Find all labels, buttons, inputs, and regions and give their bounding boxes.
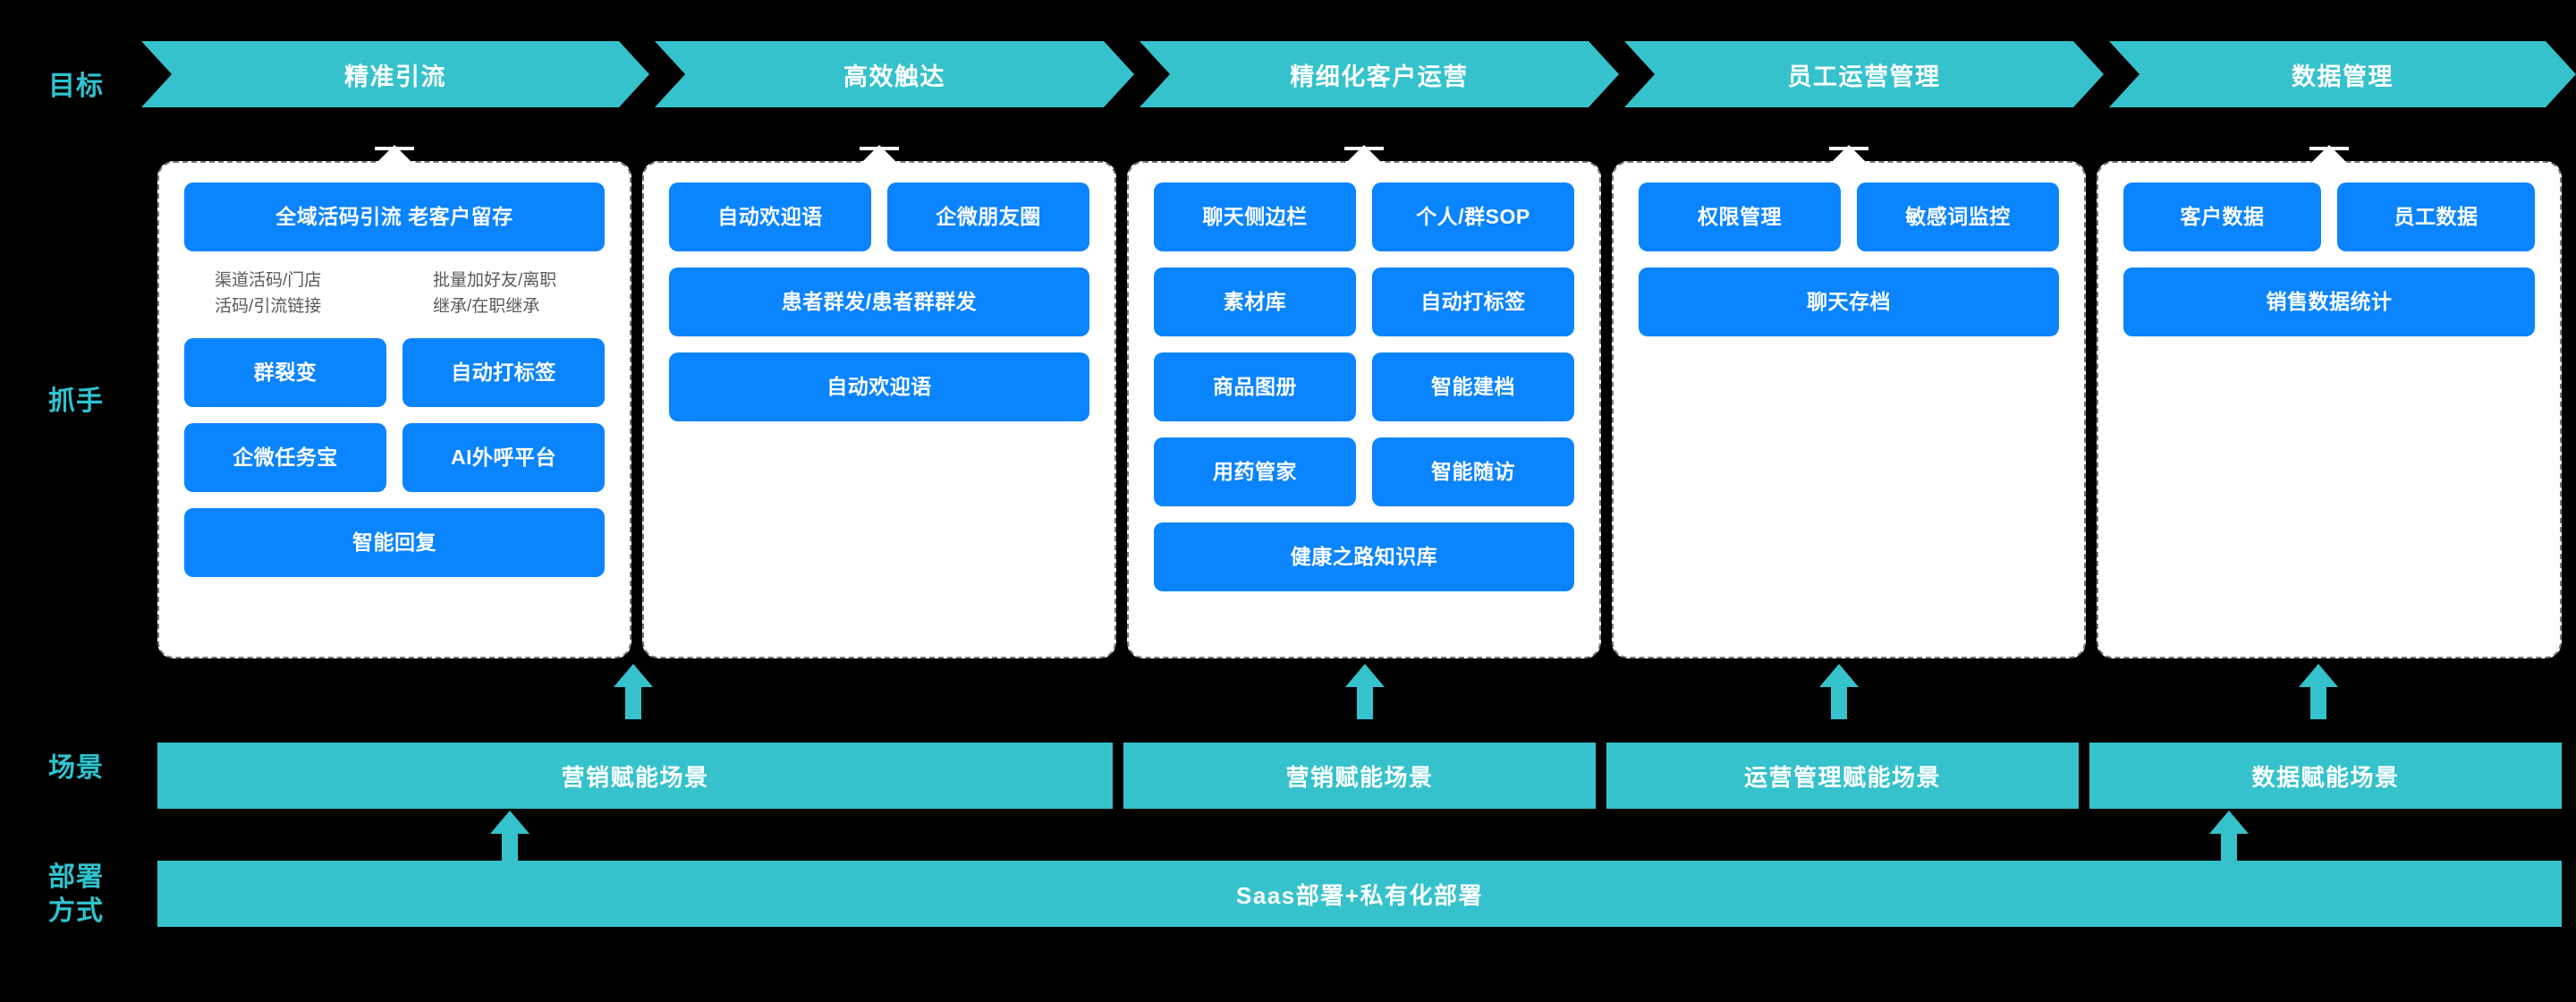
lever-tile[interactable]: 员工数据 [2337, 183, 2535, 251]
scenario-bar-2[interactable]: 营销赋能场景 [1123, 743, 1596, 809]
lever-note-line: 批量加好友/离职 [433, 271, 557, 290]
tile-row: 群裂变 自动打标签 [184, 337, 605, 407]
scenario-bar-2-label: 营销赋能场景 [1285, 763, 1434, 791]
scenario-bar-1[interactable]: 营销赋能场景 [157, 743, 1113, 809]
rail-label-deploy-line1: 部署 [48, 862, 104, 892]
lever-tile[interactable]: 智能回复 [184, 507, 605, 577]
panel-pointer-icon [375, 145, 414, 165]
lever-note-line: 继承/在职继承 [433, 297, 540, 317]
lever-tile[interactable]: 自动欢迎语 [669, 183, 871, 251]
tile-row: 销售数据统计 [2123, 267, 2535, 336]
lever-tile[interactable]: 权限管理 [1639, 183, 1841, 251]
tile-row: 自动欢迎语 企微朋友圈 [669, 183, 1089, 251]
lever-tile[interactable]: 健康之路知识库 [1154, 522, 1574, 591]
deployment-bar-label: Saas部署+私有化部署 [1236, 881, 1483, 909]
tile-row: 智能回复 [184, 507, 605, 577]
tile-row: 全域活码引流 老客户留存 [184, 183, 605, 251]
stage-chevron-4-label: 员工运营管理 [1787, 63, 1941, 90]
tile-row: 权限管理 敏感词监控 [1639, 183, 2059, 251]
lever-tile[interactable]: 全域活码引流 老客户留存 [184, 183, 605, 251]
scenario-bar-3[interactable]: 运营管理赋能场景 [1606, 743, 2079, 809]
tile-row: 素材库 自动打标签 [1154, 267, 1574, 336]
panel-pointer-icon [860, 145, 899, 165]
up-arrow-icon [490, 811, 530, 866]
note-row: 渠道活码/门店 活码/引流链接 批量加好友/离职 继承/在职继承 [184, 267, 605, 320]
scenario-bar-4-label: 数据赋能场景 [2251, 763, 2400, 791]
lever-note: 批量加好友/离职 继承/在职继承 [402, 267, 605, 320]
lever-tile[interactable]: 销售数据统计 [2123, 267, 2535, 336]
panel-pointer-icon [2309, 145, 2349, 165]
stage-chevron-5-label: 数据管理 [2292, 63, 2394, 90]
lever-note-line: 活码/引流链接 [215, 297, 322, 317]
lever-panel-2: 自动欢迎语 企微朋友圈 患者群发/患者群群发 自动欢迎语 [642, 145, 1116, 658]
lever-tile[interactable]: 智能随访 [1372, 437, 1574, 506]
lever-panel-5: 客户数据 员工数据 销售数据统计 [2097, 145, 2562, 658]
lever-panel-1: 全域活码引流 老客户留存 渠道活码/门店 活码/引流链接 批量加好友/离职 继承… [157, 145, 631, 658]
up-arrow-icon [614, 664, 653, 719]
lever-tile[interactable]: 聊天存档 [1639, 267, 2059, 336]
tile-row: 自动欢迎语 [669, 352, 1089, 421]
stage-chevron-5[interactable]: 数据管理 [2109, 41, 2576, 107]
scenario-bar-4[interactable]: 数据赋能场景 [2089, 743, 2562, 809]
lever-tile[interactable]: 敏感词监控 [1857, 183, 2059, 251]
tile-row: 患者群发/患者群群发 [669, 267, 1089, 336]
lever-tile[interactable]: 企微朋友圈 [887, 183, 1089, 251]
lever-tile[interactable]: 聊天侧边栏 [1154, 183, 1356, 251]
lever-tile[interactable]: 客户数据 [2123, 183, 2321, 251]
lever-tile[interactable]: 自动欢迎语 [669, 352, 1089, 421]
rail-label-deploy: 部署 方式 [0, 861, 152, 928]
rail-label-lever: 抓手 [48, 386, 104, 416]
lever-tile[interactable]: 素材库 [1154, 267, 1356, 336]
scenario-bar-1-label: 营销赋能场景 [561, 763, 709, 791]
lever-tile[interactable]: 商品图册 [1154, 352, 1356, 421]
stage-chevron-1[interactable]: 精准引流 [141, 41, 649, 107]
tile-row: 用药管家 智能随访 [1154, 437, 1574, 506]
lever-note: 渠道活码/门店 活码/引流链接 [184, 267, 386, 320]
up-arrow-icon [2209, 811, 2249, 866]
tile-row: 聊天存档 [1639, 267, 2059, 336]
lever-tile[interactable]: AI外呼平台 [402, 422, 605, 492]
stage-chevron-1-label: 精准引流 [344, 63, 446, 90]
stage-chevron-2-label: 高效触达 [843, 63, 945, 90]
panel-pointer-icon [1344, 145, 1384, 165]
scenario-bar-3-label: 运营管理赋能场景 [1743, 763, 1941, 791]
tile-row: 健康之路知识库 [1154, 522, 1574, 591]
up-arrow-icon [1819, 664, 1859, 719]
tile-row: 客户数据 员工数据 [2123, 183, 2535, 251]
stage-chevron-2[interactable]: 高效触达 [655, 41, 1134, 107]
lever-tile[interactable]: 自动打标签 [1372, 267, 1574, 336]
lever-tile[interactable]: 用药管家 [1154, 437, 1356, 506]
lever-tile[interactable]: 智能建档 [1372, 352, 1574, 421]
lever-tile[interactable]: 患者群发/患者群群发 [669, 267, 1089, 336]
stage-chevron-row: 精准引流 高效触达 精细化客户运营 员工运营管理 数据管理 [141, 41, 2576, 107]
up-arrow-icon [2299, 664, 2338, 719]
lever-panel-3: 聊天侧边栏 个人/群SOP 素材库 自动打标签 商品图册 智能建档 用药管家 智… [1127, 145, 1601, 658]
rail-label-deploy-line2: 方式 [48, 896, 104, 926]
lever-tile[interactable]: 个人/群SOP [1372, 183, 1574, 251]
lever-panel-4: 权限管理 敏感词监控 聊天存档 [1612, 145, 2086, 658]
up-arrow-icon [1345, 664, 1385, 719]
rail-label-scene: 场景 [48, 753, 104, 783]
lever-tile[interactable]: 自动打标签 [402, 337, 605, 407]
lever-tile[interactable]: 群裂变 [184, 337, 386, 407]
tile-row: 商品图册 智能建档 [1154, 352, 1574, 421]
rail-label-goal: 目标 [48, 72, 104, 101]
stage-chevron-3[interactable]: 精细化客户运营 [1140, 41, 1619, 107]
stage-chevron-4[interactable]: 员工运营管理 [1624, 41, 2104, 107]
tile-row: 聊天侧边栏 个人/群SOP [1154, 183, 1574, 251]
lever-tile[interactable]: 企微任务宝 [184, 422, 386, 492]
tile-row: 企微任务宝 AI外呼平台 [184, 422, 605, 492]
lever-note-line: 渠道活码/门店 [215, 271, 322, 290]
deployment-bar[interactable]: Saas部署+私有化部署 [157, 861, 2562, 927]
stage-chevron-3-label: 精细化客户运营 [1290, 63, 1469, 90]
panel-pointer-icon [1829, 145, 1868, 165]
